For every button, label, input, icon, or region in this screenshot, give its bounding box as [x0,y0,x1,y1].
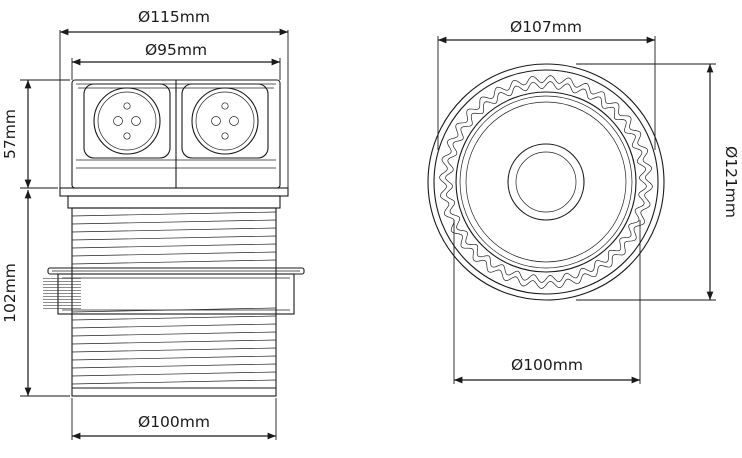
dim-label-121: Ø121mm [722,146,740,218]
dim-body-diameter: Ø100mm [71,398,277,440]
dim-label-100-side: Ø100mm [138,413,210,431]
dim-inner-diameter: Ø95mm [71,41,281,80]
top-flange [59,187,289,209]
threaded-body [71,207,277,397]
dim-label-100-top: Ø100mm [511,356,583,374]
socket-housing [71,79,281,189]
dim-outer-diameter: Ø115mm [59,8,289,188]
wavy-thread-inner [445,81,647,283]
wavy-thread-outer [439,75,653,289]
dim-bottom-100: Ø100mm [453,220,641,384]
dim-upper-height: 57mm [1,79,70,189]
center-cap [507,143,585,221]
dim-label-115: Ø115mm [138,8,210,26]
socket-right-icon [181,83,269,159]
dim-label-95: Ø95mm [145,41,207,59]
dim-lower-height: 102mm [1,190,70,397]
clamping-nut [43,267,305,315]
dim-label-107: Ø107mm [510,18,582,36]
socket-left-icon [83,83,171,159]
top-view: Ø107mm Ø121mm Ø100mm [427,18,740,384]
dim-label-57: 57mm [1,109,19,159]
dim-label-102: 102mm [1,263,19,323]
dim-top-107: Ø107mm [437,18,656,150]
side-view: Ø115mm Ø95mm 57mm 102mm Ø100mm [1,8,305,440]
dim-side-121: Ø121mm [576,63,740,301]
